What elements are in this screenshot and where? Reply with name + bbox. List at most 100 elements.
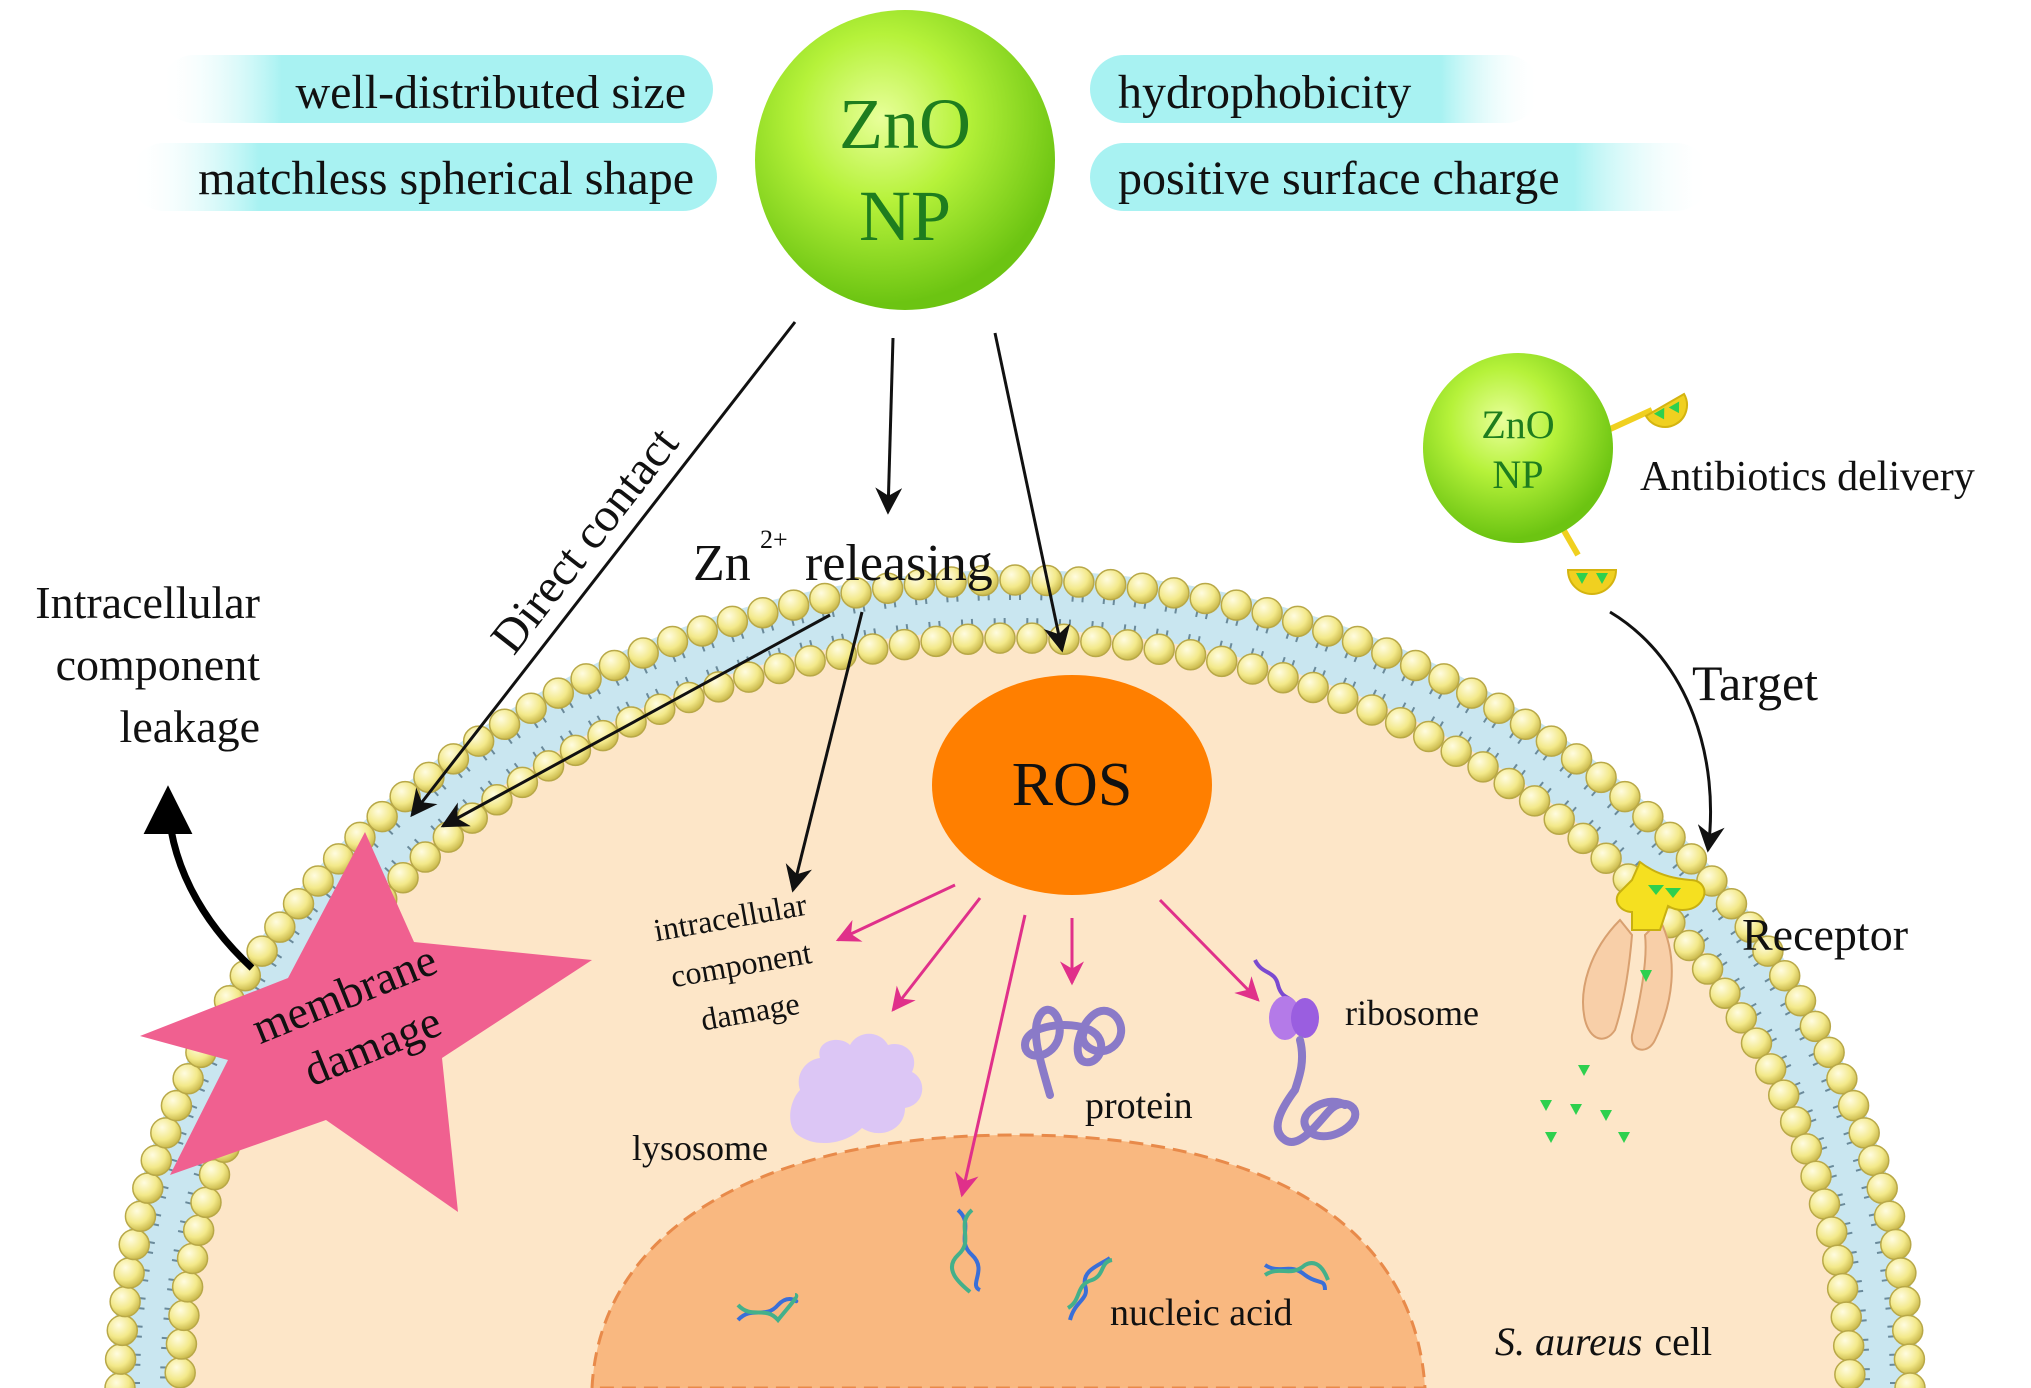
lipid-head [1866, 1172, 1898, 1204]
property-left-top: well-distributed size [295, 66, 686, 119]
lipid-head [190, 1186, 222, 1219]
lipid-head [1371, 637, 1403, 669]
lipid-head [1830, 1301, 1863, 1333]
lipid-head [282, 888, 315, 920]
protein: protein [1020, 1005, 1193, 1127]
lipid-head [627, 637, 659, 669]
lipid-head [716, 605, 749, 638]
lipid-head [733, 661, 765, 693]
lipid-head [1220, 589, 1253, 621]
ros-arrows [835, 883, 1260, 1198]
zn-release-label: Zn 2+ releasing [693, 525, 993, 592]
lipid-head [1894, 1372, 1926, 1388]
ligand-cup-bottom [1566, 569, 1618, 595]
lipid-head [1111, 629, 1144, 661]
receptor-label: Receptor [1742, 909, 1908, 960]
lipid-head [871, 572, 904, 604]
nucleic-acids: nucleic acid [736, 1208, 1330, 1334]
lipid-head [150, 1117, 182, 1149]
lipid-head [809, 582, 841, 615]
lipid-head [1236, 653, 1269, 685]
ros-arrow-ribosome [1158, 898, 1260, 1002]
lipid-head [164, 1357, 196, 1388]
dna-strand-1 [950, 1208, 982, 1294]
membrane-receptor: Receptor [1582, 860, 1908, 1051]
leakage-line1: Intracellular [35, 577, 260, 628]
lipid-head [1885, 1257, 1917, 1289]
lipid-head [1467, 751, 1499, 783]
small-nanoparticle-sphere [1423, 353, 1613, 543]
lipid-head [113, 1257, 145, 1289]
lipid-head [840, 577, 872, 609]
ligand-stalk-top [1606, 407, 1654, 433]
lysosome-shape [790, 1033, 923, 1144]
lipid-head [542, 677, 575, 709]
cell-species: S. aureus [1495, 1319, 1642, 1364]
ros-ellipse [932, 675, 1212, 895]
lipid-head [182, 1214, 215, 1247]
protein-label: protein [1085, 1085, 1193, 1127]
lipid-head [389, 780, 421, 813]
lipid-head [1205, 645, 1238, 678]
lipid-head [1740, 1027, 1773, 1059]
lipid-head [104, 1343, 137, 1375]
lipid-head [747, 596, 779, 629]
lipid-head [999, 564, 1031, 596]
lipid-head [1189, 582, 1221, 615]
lipid-head [1312, 615, 1344, 647]
leakage-line2: component [56, 639, 261, 690]
dna-strand-3 [1066, 1256, 1113, 1321]
ribosome-label: ribosome [1345, 993, 1479, 1033]
pill-right-top [1090, 55, 1540, 123]
lipid-head [1158, 577, 1190, 609]
lipid-head [160, 1089, 193, 1122]
lipid-head [888, 628, 921, 661]
zno-nanoparticle: ZnO NP [755, 10, 1055, 310]
target-label: Target [1692, 655, 1818, 711]
ros-arrow-nucleic-acid [955, 914, 1027, 1198]
lipid-head [1080, 625, 1112, 658]
lipid-head [176, 1242, 209, 1275]
lipid-head [1297, 671, 1329, 704]
lipid-head [1784, 985, 1817, 1017]
lipid-head [1590, 842, 1622, 875]
lipid-head [1880, 1228, 1912, 1261]
lipid-head [984, 622, 1016, 654]
property-right-bottom: positive surface charge [1118, 152, 1560, 205]
pill-right-bottom [1090, 143, 1710, 211]
lipid-head [109, 1285, 141, 1318]
lipid-head [515, 692, 547, 725]
lipid-head [1560, 743, 1593, 775]
lipid-head [366, 800, 398, 833]
antibiotics-delivery-label: Antibiotics delivery [1640, 454, 1975, 500]
lipid-head [409, 841, 441, 873]
lipid-head [1567, 822, 1599, 855]
arrow-zn-to-membrane [440, 613, 831, 828]
lipid-head [1063, 566, 1095, 598]
lipid-head [570, 663, 602, 695]
direct-contact-label: Direct contact [481, 417, 690, 663]
lipid-head [1543, 803, 1575, 835]
lipid-head [952, 623, 984, 655]
zn-release-superscript: 2+ [760, 525, 788, 554]
lipid-head [777, 589, 810, 621]
lipid-head [264, 911, 296, 943]
lipid-head [172, 1063, 204, 1095]
receptor-bound-drug [1648, 885, 1681, 898]
lipid-head [387, 861, 419, 894]
lipid-head [1094, 568, 1127, 601]
property-left-bottom: matchless spherical shape [198, 152, 694, 205]
lipid-head [1826, 1272, 1859, 1305]
lipid-head [1509, 708, 1542, 741]
lipid-head [1857, 1144, 1890, 1177]
released-antibiotics [1540, 1065, 1630, 1143]
lipid-head [1808, 1188, 1841, 1220]
lipid-head [1535, 725, 1568, 757]
lipid-head [1799, 1010, 1832, 1043]
lipid-head [1893, 1343, 1926, 1375]
pill-left-bottom [130, 143, 717, 211]
lipid-head [462, 725, 495, 757]
lipid-head [1891, 1314, 1924, 1347]
